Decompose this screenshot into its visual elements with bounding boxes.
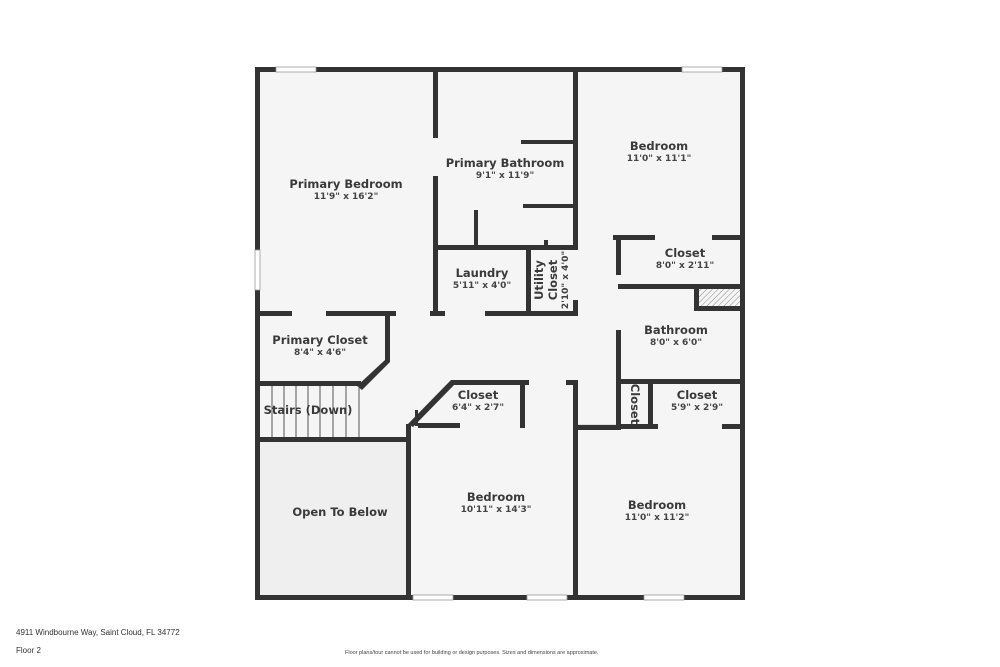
- room-dims: 2'10" x 4'0": [561, 250, 571, 310]
- room-name: Closet: [676, 388, 718, 402]
- room-dims: 5'9" x 2'9": [670, 403, 724, 413]
- room-label-primary-bedroom: Primary Bedroom 11'9" x 16'2": [289, 177, 402, 203]
- room-label-bedroom-s: Bedroom 10'11" x 14'3": [461, 490, 532, 516]
- walls: [255, 67, 745, 600]
- room-name: Laundry: [455, 266, 509, 280]
- room-dims: 10'11" x 14'3": [460, 505, 532, 515]
- room-name: Bedroom: [466, 490, 526, 504]
- room-label-primary-bathroom: Primary Bathroom 9'1" x 11'9": [446, 156, 565, 182]
- room-dims: 8'0" x 6'0": [649, 338, 703, 348]
- room-name: Bedroom: [627, 498, 687, 512]
- hatched-shaft: [699, 289, 740, 306]
- floor-label: Floor 2: [16, 646, 41, 655]
- room-name: Closet: [457, 388, 499, 402]
- room-name: Primary Bedroom: [289, 177, 403, 191]
- room-label-closet-center: Closet 6'4" x 2'7": [452, 388, 504, 414]
- room-name: Bathroom: [644, 323, 708, 337]
- room-name: Closet: [664, 246, 706, 260]
- disclaimer-text: Floor plans/tour cannot be used for buil…: [345, 650, 599, 656]
- room-label-utility-closet: Utility Closet 2'10" x 4'0": [532, 251, 572, 309]
- room-label-primary-closet: Primary Closet 8'4" x 4'6": [272, 333, 367, 359]
- room-dims: 5'11" x 4'0": [452, 281, 512, 291]
- room-name: Stairs (Down): [263, 403, 353, 417]
- room-label-closet-se: Closet 5'9" x 2'9": [671, 388, 723, 414]
- room-dims: 11'0" x 11'2": [624, 513, 690, 523]
- room-name-line1: Utility: [532, 260, 546, 300]
- address-text: 4911 Windbourne Way, Saint Cloud, FL 347…: [16, 628, 180, 637]
- open-to-below-area: [260, 441, 408, 596]
- room-dims: 8'4" x 4'6": [293, 348, 347, 358]
- room-name: Closet: [628, 383, 642, 425]
- room-dims: 11'9" x 16'2": [313, 192, 379, 202]
- room-label-open-to-below: Open To Below: [292, 505, 387, 519]
- room-label-bathroom: Bathroom 8'0" x 6'0": [644, 323, 708, 349]
- room-name: Primary Bathroom: [445, 156, 565, 170]
- room-label-bedroom-ne: Bedroom 11'0" x 11'1": [627, 139, 692, 165]
- room-name: Bedroom: [629, 139, 689, 153]
- stairs-treads: [271, 386, 360, 437]
- room-name-line2: Closet: [546, 259, 560, 301]
- room-name: Open To Below: [292, 505, 388, 519]
- room-label-laundry: Laundry 5'11" x 4'0": [453, 266, 511, 292]
- room-dims: 9'1" x 11'9": [475, 171, 535, 181]
- room-label-bedroom-se: Bedroom 11'0" x 11'2": [625, 498, 690, 524]
- room-label-closet-ne: Closet 8'0" x 2'11": [656, 246, 714, 272]
- room-label-stairs: Stairs (Down): [264, 403, 353, 417]
- room-label-closet-small: Closet: [628, 384, 642, 424]
- room-dims: 6'4" x 2'7": [451, 403, 505, 413]
- room-dims: 11'0" x 11'1": [626, 154, 692, 164]
- room-name: Primary Closet: [272, 333, 368, 347]
- windows: [254, 66, 723, 601]
- room-dims: 8'0" x 2'11": [655, 261, 715, 271]
